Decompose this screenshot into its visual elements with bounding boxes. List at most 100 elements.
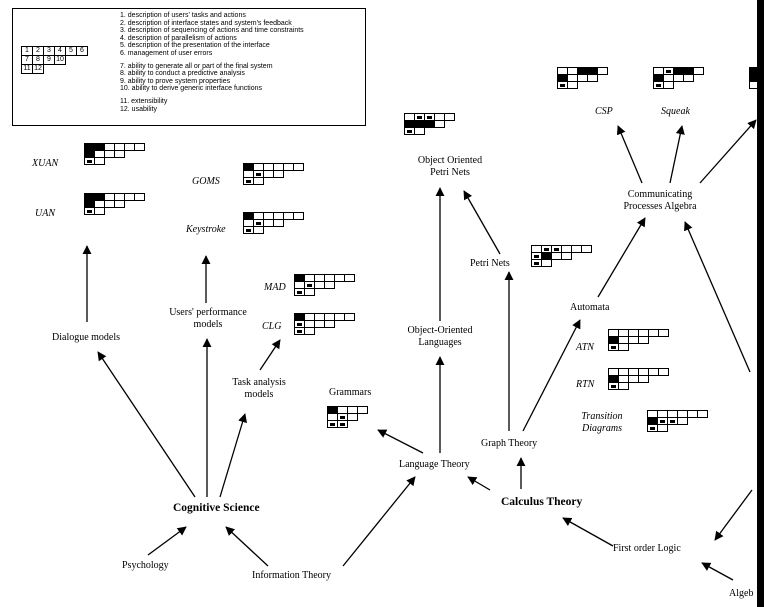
rating-row (531, 259, 591, 267)
rating-grid-xuan (84, 143, 145, 165)
rating-row (608, 329, 669, 337)
legend-cell: 8 (32, 55, 44, 65)
arrow-right-fol (714, 489, 753, 541)
rating-row (647, 417, 707, 425)
node-graph-theory: Graph Theory (481, 438, 538, 449)
rating-row (243, 226, 303, 234)
rating-row (294, 313, 355, 321)
rating-grid-goms (243, 163, 304, 185)
rating-cell (337, 420, 348, 428)
rating-row (327, 413, 367, 421)
rating-cell (697, 410, 708, 418)
rating-row (327, 420, 367, 428)
rating-row (404, 127, 454, 135)
node-keystroke: Keystroke (186, 224, 226, 235)
rating-cell (273, 219, 284, 227)
node-line: Task analysis (232, 377, 286, 388)
rating-cell (638, 375, 649, 383)
rating-cell (134, 143, 145, 151)
node-line: Petri Nets (430, 167, 470, 178)
arrow-fol-calculus (562, 517, 614, 547)
legend-item: 7. ability to generate all or part of th… (120, 62, 273, 70)
rating-row (84, 157, 144, 165)
rating-row (531, 245, 592, 253)
legend-item: 1. description of users' tasks and actio… (120, 12, 246, 19)
rating-row (608, 382, 668, 390)
rating-grid-rtn (608, 368, 669, 390)
rating-row (243, 219, 303, 227)
node-calculus-theory: Calculus Theory (501, 496, 583, 508)
rating-row (653, 81, 703, 89)
legend-cell: 5 (65, 46, 77, 56)
node-squeak: Squeak (661, 106, 690, 117)
rating-cell (587, 74, 598, 82)
rating-row (294, 281, 354, 289)
rating-row (608, 336, 668, 344)
rating-cell (293, 163, 304, 171)
node-communicating-processes-algebra: Communicating Processes Algebra (607, 189, 713, 213)
rating-cell (414, 127, 425, 135)
node-petri-nets: Petri Nets (470, 258, 510, 269)
rating-cell (357, 406, 368, 414)
legend-cell: 10 (54, 55, 66, 65)
rating-row (647, 424, 707, 432)
rating-cell (253, 226, 264, 234)
rating-cell (567, 81, 578, 89)
node-language-theory: Language Theory (399, 459, 470, 470)
rating-cell (618, 343, 629, 351)
node-atn: ATN (576, 342, 594, 353)
rating-row (327, 406, 368, 414)
arrow-algebra-fol (701, 562, 734, 581)
rating-grid-petri-nets (531, 245, 592, 267)
rating-row (84, 193, 145, 201)
arrow-petri-oopetri (463, 190, 501, 255)
legend-item: 8. ability to conduct a predictive analy… (120, 70, 245, 78)
rating-cell (253, 177, 264, 185)
rating-row (653, 67, 704, 75)
node-line: Transition (581, 411, 623, 422)
rating-row (557, 74, 607, 82)
rating-row (84, 207, 144, 215)
legend-item: 9. ability to prove system properties (120, 77, 231, 85)
rating-grid-uan (84, 193, 145, 215)
legend-item: 6. management of user errors (120, 49, 213, 57)
rating-cell (434, 120, 445, 128)
rating-grid-clg (294, 313, 355, 335)
node-line: models (193, 319, 223, 330)
node-first-order-logic: First order Logic (613, 543, 681, 554)
node-xuan: XUAN (32, 158, 59, 169)
rating-grid-mad (294, 274, 355, 296)
rating-grid-csp (557, 67, 608, 89)
rating-cell (541, 259, 552, 267)
node-oo-languages: Object-Oriented Languages (392, 325, 488, 349)
legend-item: 5. description of the presentation of th… (120, 42, 270, 50)
rating-grid-atn (608, 329, 669, 351)
rating-row (243, 163, 304, 171)
rating-row (608, 343, 668, 351)
rating-cell (344, 313, 355, 321)
node-clg: CLG (262, 321, 282, 332)
legend-cell: 1 (21, 46, 33, 56)
rating-cell (324, 281, 335, 289)
legend-item: 10. ability to derive generic interface … (120, 85, 263, 93)
rating-row (84, 150, 144, 158)
node-line: Languages (418, 337, 462, 348)
rating-row (647, 410, 708, 418)
arrow-cpa-squeak (669, 125, 685, 184)
rating-row (653, 74, 703, 82)
rating-row (294, 320, 354, 328)
rating-cell (273, 170, 284, 178)
rating-cell (344, 274, 355, 282)
node-cognitive-science: Cognitive Science (173, 502, 260, 514)
rating-grid-grammars (327, 406, 368, 428)
rating-grid-transition-diagrams (647, 410, 708, 432)
rating-grid-cut-off (749, 67, 760, 89)
legend-box: 1 2 3 4 5 6 7 8 9 10 11 12 1. descriptio… (12, 8, 366, 126)
arrow-calculus-language (467, 476, 491, 491)
rating-cell (657, 424, 668, 432)
node-line: Users' performance (169, 307, 247, 318)
rating-cell (304, 327, 315, 335)
legend-cell: 6 (76, 46, 88, 56)
rating-grid-oo-petri-nets (404, 113, 455, 135)
